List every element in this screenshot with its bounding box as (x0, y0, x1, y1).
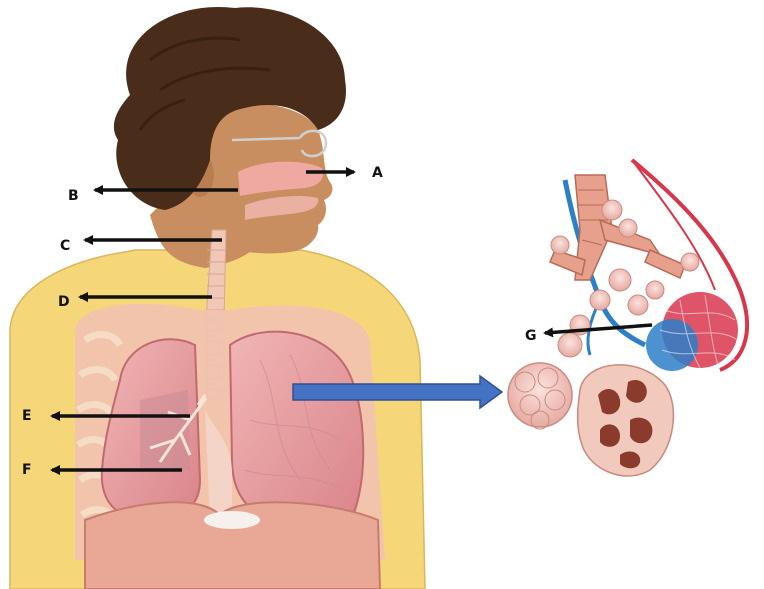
alveoli-inset (508, 160, 747, 476)
label-b: B (68, 188, 79, 204)
label-d: D (58, 294, 70, 310)
label-f: F (22, 462, 32, 478)
label-g: G (525, 328, 537, 344)
capillary-network (646, 292, 738, 371)
alveolar-sac (508, 363, 572, 429)
alveoli-cross-section (578, 365, 674, 476)
arrow-g (545, 325, 652, 333)
label-a: A (372, 165, 383, 181)
label-c: C (60, 238, 70, 254)
human-figure (10, 7, 425, 589)
label-e: E (22, 408, 32, 424)
